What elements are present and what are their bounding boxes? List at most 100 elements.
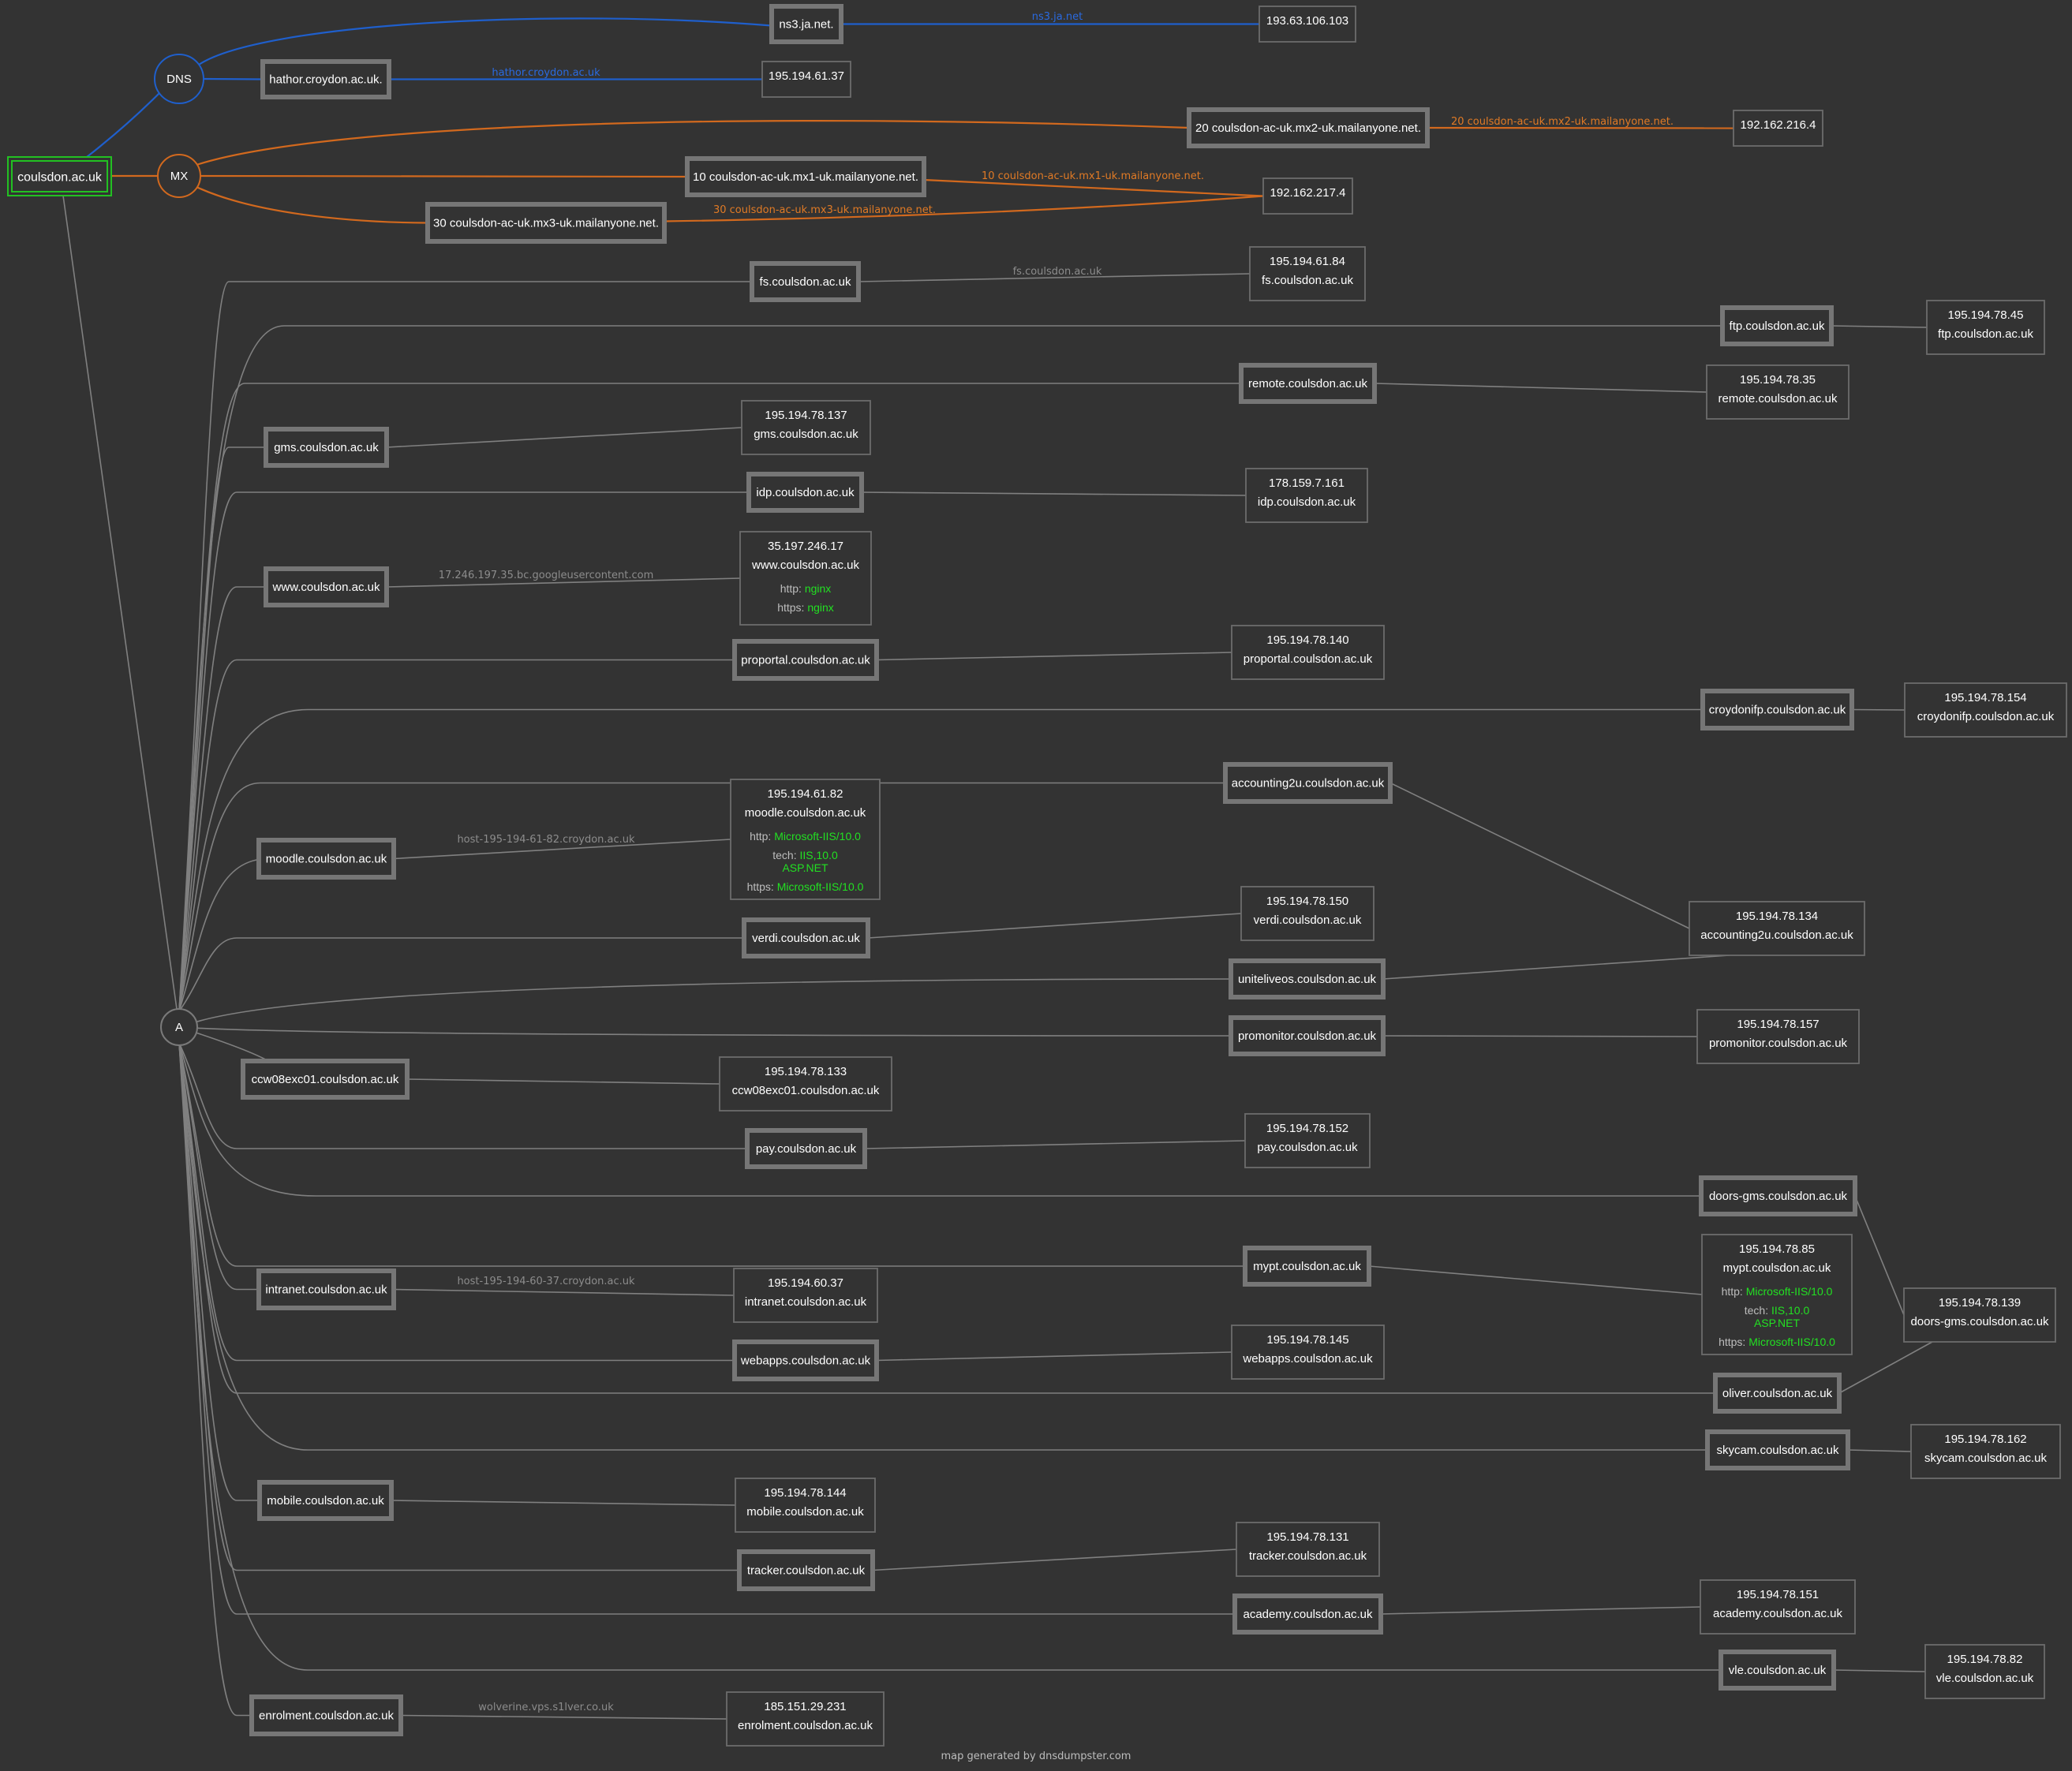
mx-ip-0[interactable]	[1733, 110, 1823, 147]
a-host-14[interactable]	[745, 1128, 867, 1169]
a-ip-14[interactable]	[1244, 1113, 1371, 1168]
mx-host-2[interactable]	[425, 202, 667, 244]
a-host-2[interactable]	[1239, 363, 1377, 404]
edge-a-ip-22	[872, 1549, 1237, 1571]
a-host-19[interactable]	[1713, 1373, 1842, 1414]
a-host-0[interactable]	[750, 261, 861, 302]
a-ip-9-ip: 195.194.61.82	[768, 787, 843, 801]
a-host-22[interactable]	[737, 1549, 875, 1591]
a-host-10[interactable]	[742, 917, 870, 958]
a-host-4[interactable]	[746, 472, 864, 513]
a-ip-13[interactable]	[719, 1056, 892, 1112]
a-host-1[interactable]	[1720, 305, 1834, 346]
mx-host-0[interactable]	[1187, 107, 1430, 148]
a-ip-15[interactable]	[1903, 1287, 2056, 1343]
a-host-13[interactable]	[241, 1059, 410, 1100]
a-ip-0-ip: 195.194.61.84	[1270, 255, 1345, 268]
mx-ip-1-ip: 192.162.217.4	[1270, 186, 1346, 200]
mx-ip-1[interactable]	[1262, 177, 1353, 215]
a-host-24[interactable]	[1719, 1650, 1836, 1691]
dns-hub-node[interactable]	[154, 54, 204, 104]
mx-host-1-label: 10 coulsdon-ac-uk.mx1-uk.mailanyone.net.	[693, 170, 918, 184]
a-ip-24-ip: 195.194.78.82	[1947, 1653, 2023, 1666]
edge-a-ip-24	[1833, 1669, 1926, 1672]
dns-host-0[interactable]	[769, 4, 843, 44]
edge-dns-ns3	[198, 17, 772, 65]
a-host-6-label: proportal.coulsdon.ac.uk	[741, 654, 870, 667]
a-ip-4[interactable]	[1245, 468, 1368, 523]
edge-a-ip-4	[861, 491, 1247, 496]
dns-ip-0[interactable]	[1259, 6, 1356, 43]
a-host-9[interactable]	[256, 838, 396, 880]
a-host-16[interactable]	[1243, 1246, 1371, 1287]
a-host-9-label: moodle.coulsdon.ac.uk	[266, 853, 387, 866]
edge-a-ip-25	[400, 1714, 727, 1720]
a-ip-7[interactable]	[1904, 682, 2067, 738]
a-ip-22-ip: 195.194.78.131	[1266, 1530, 1348, 1544]
a-ip-17[interactable]	[733, 1268, 878, 1323]
a-ip-3[interactable]	[741, 400, 871, 455]
a-host-12[interactable]	[1229, 1015, 1386, 1056]
a-ip-8[interactable]	[1689, 901, 1865, 956]
a-ip-10[interactable]	[1240, 886, 1374, 941]
a-ip-5-name: www.coulsdon.ac.uk	[751, 559, 859, 572]
a-host-15-label: doors-gms.coulsdon.ac.uk	[1709, 1190, 1848, 1203]
edge-mx-2	[196, 186, 428, 224]
a-host-5[interactable]	[264, 566, 389, 607]
a-ip-5[interactable]	[739, 531, 872, 626]
a-ip-21-name: mobile.coulsdon.ac.uk	[746, 1505, 864, 1519]
a-ip-9[interactable]	[730, 779, 881, 900]
a-host-18[interactable]	[732, 1339, 879, 1381]
a-host-23-label: academy.coulsdon.ac.uk	[1244, 1608, 1373, 1621]
a-ip-13-name: ccw08exc01.coulsdon.ac.uk	[732, 1084, 880, 1097]
a-host-25[interactable]	[249, 1694, 403, 1736]
edge-a-10	[178, 937, 744, 1012]
a-ip-23[interactable]	[1700, 1579, 1856, 1635]
a-host-11[interactable]	[1229, 958, 1386, 999]
root-domain-node[interactable]	[7, 156, 112, 196]
a-host-23[interactable]	[1232, 1594, 1383, 1635]
a-host-17[interactable]	[256, 1268, 396, 1310]
a-ip-0[interactable]	[1249, 246, 1366, 301]
a-ip-4-name: idp.coulsdon.ac.uk	[1258, 495, 1356, 509]
a-ip-6[interactable]	[1231, 625, 1385, 680]
a-ip-16-server-key: https:	[1719, 1336, 1748, 1348]
a-ip-25[interactable]	[726, 1691, 885, 1747]
dns-host-1[interactable]	[260, 59, 391, 99]
a-ip-12[interactable]	[1696, 1009, 1860, 1064]
a-ip-20[interactable]	[1910, 1424, 2061, 1479]
edge-a-8	[178, 782, 1225, 1012]
a-ip-1[interactable]	[1926, 300, 2045, 355]
a-host-21[interactable]	[257, 1480, 394, 1521]
a-host-8[interactable]	[1223, 762, 1393, 804]
edge-a-ip-18	[876, 1351, 1232, 1362]
a-host-3[interactable]	[264, 427, 389, 468]
a-host-20[interactable]	[1705, 1429, 1850, 1470]
mx-host-1[interactable]	[685, 156, 926, 197]
a-ip-21[interactable]	[735, 1478, 876, 1533]
a-ip-16-server-key: http:	[1722, 1285, 1746, 1298]
edge-root-dns	[86, 92, 160, 158]
a-ip-9-name: moodle.coulsdon.ac.uk	[745, 806, 866, 820]
edge-a-24	[178, 1042, 1721, 1671]
a-host-15[interactable]	[1699, 1175, 1857, 1216]
a-ip-22[interactable]	[1236, 1522, 1380, 1577]
a-ip-18[interactable]	[1231, 1325, 1385, 1380]
edge-a-shared-19	[1838, 1341, 1933, 1394]
a-ip-24[interactable]	[1924, 1644, 2045, 1699]
edge-a-ip-13	[406, 1078, 720, 1085]
a-ip-2[interactable]	[1706, 364, 1849, 420]
nodes-layer: coulsdon.ac.ukDNSMXns3.ja.net.193.63.106…	[7, 4, 2067, 1747]
a-ip-14-name: pay.coulsdon.ac.uk	[1257, 1141, 1358, 1154]
a-hub-node[interactable]	[160, 1008, 198, 1046]
edge-a-15	[178, 1042, 1701, 1197]
a-ip-5-server-3: https: nginx	[777, 601, 834, 614]
a-host-6[interactable]	[732, 639, 879, 681]
dns-ip-1[interactable]	[761, 61, 851, 98]
mx-hub-node[interactable]	[157, 154, 201, 198]
a-edge-label-0: fs.coulsdon.ac.uk	[1013, 266, 1102, 278]
a-ip-16[interactable]	[1701, 1234, 1853, 1355]
a-host-7[interactable]	[1700, 689, 1854, 730]
a-host-18-label: webapps.coulsdon.ac.uk	[740, 1354, 871, 1368]
